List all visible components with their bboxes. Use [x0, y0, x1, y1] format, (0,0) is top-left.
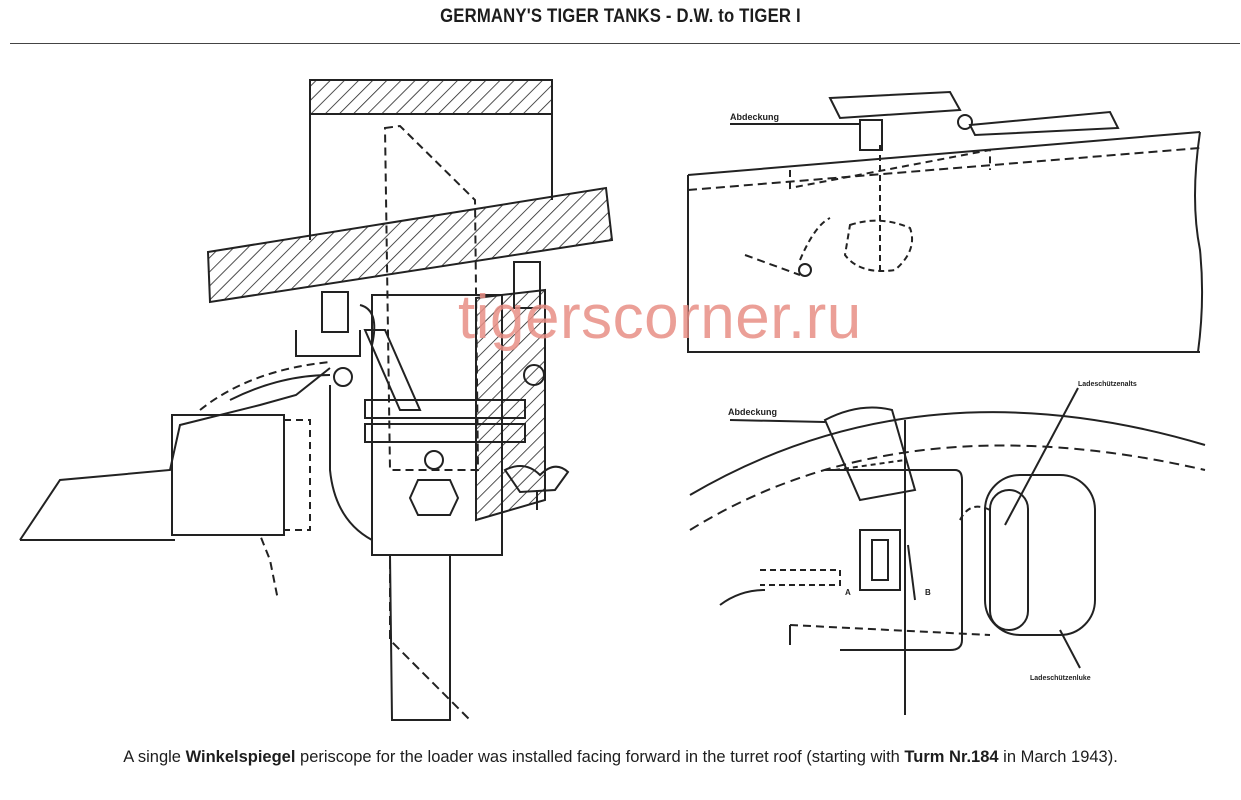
label-abdeckung-top: Abdeckung [730, 112, 779, 122]
caption-part-3: in March 1943). [998, 748, 1118, 766]
label-mark-a: A [845, 588, 851, 597]
watermark-text: tigerscorner.ru [458, 283, 862, 352]
label-abdeckung-bottom: Abdeckung [728, 407, 777, 417]
label-ladeschuetzenluke: Ladeschützenluke [1030, 675, 1091, 682]
caption-bold-winkelspiegel: Winkelspiegel [185, 748, 296, 766]
label-ladeschuetzenaits: Ladeschützenalts [1078, 381, 1137, 388]
turret-side-view-drawing: Abdeckung [687, 90, 1204, 353]
page-title: GERMANY'S TIGER TANKS - D.W. to TIGER I [440, 6, 801, 27]
figure-caption: A single Winkelspiegel periscope for the… [0, 748, 1241, 767]
label-mark-b: B [925, 588, 931, 597]
caption-part-1: A single [123, 748, 186, 766]
periscope-section-drawing [19, 79, 614, 721]
caption-part-2: periscope for the loader was installed f… [295, 748, 905, 766]
header-divider [10, 43, 1240, 44]
caption-bold-turm: Turm Nr.184 [904, 748, 999, 766]
technical-drawing: Abdeckung Abdeckung Ladeschützenalts Lad… [19, 79, 1206, 721]
turret-top-view-drawing: Abdeckung Ladeschützenalts Ladeschützenl… [689, 381, 1206, 715]
